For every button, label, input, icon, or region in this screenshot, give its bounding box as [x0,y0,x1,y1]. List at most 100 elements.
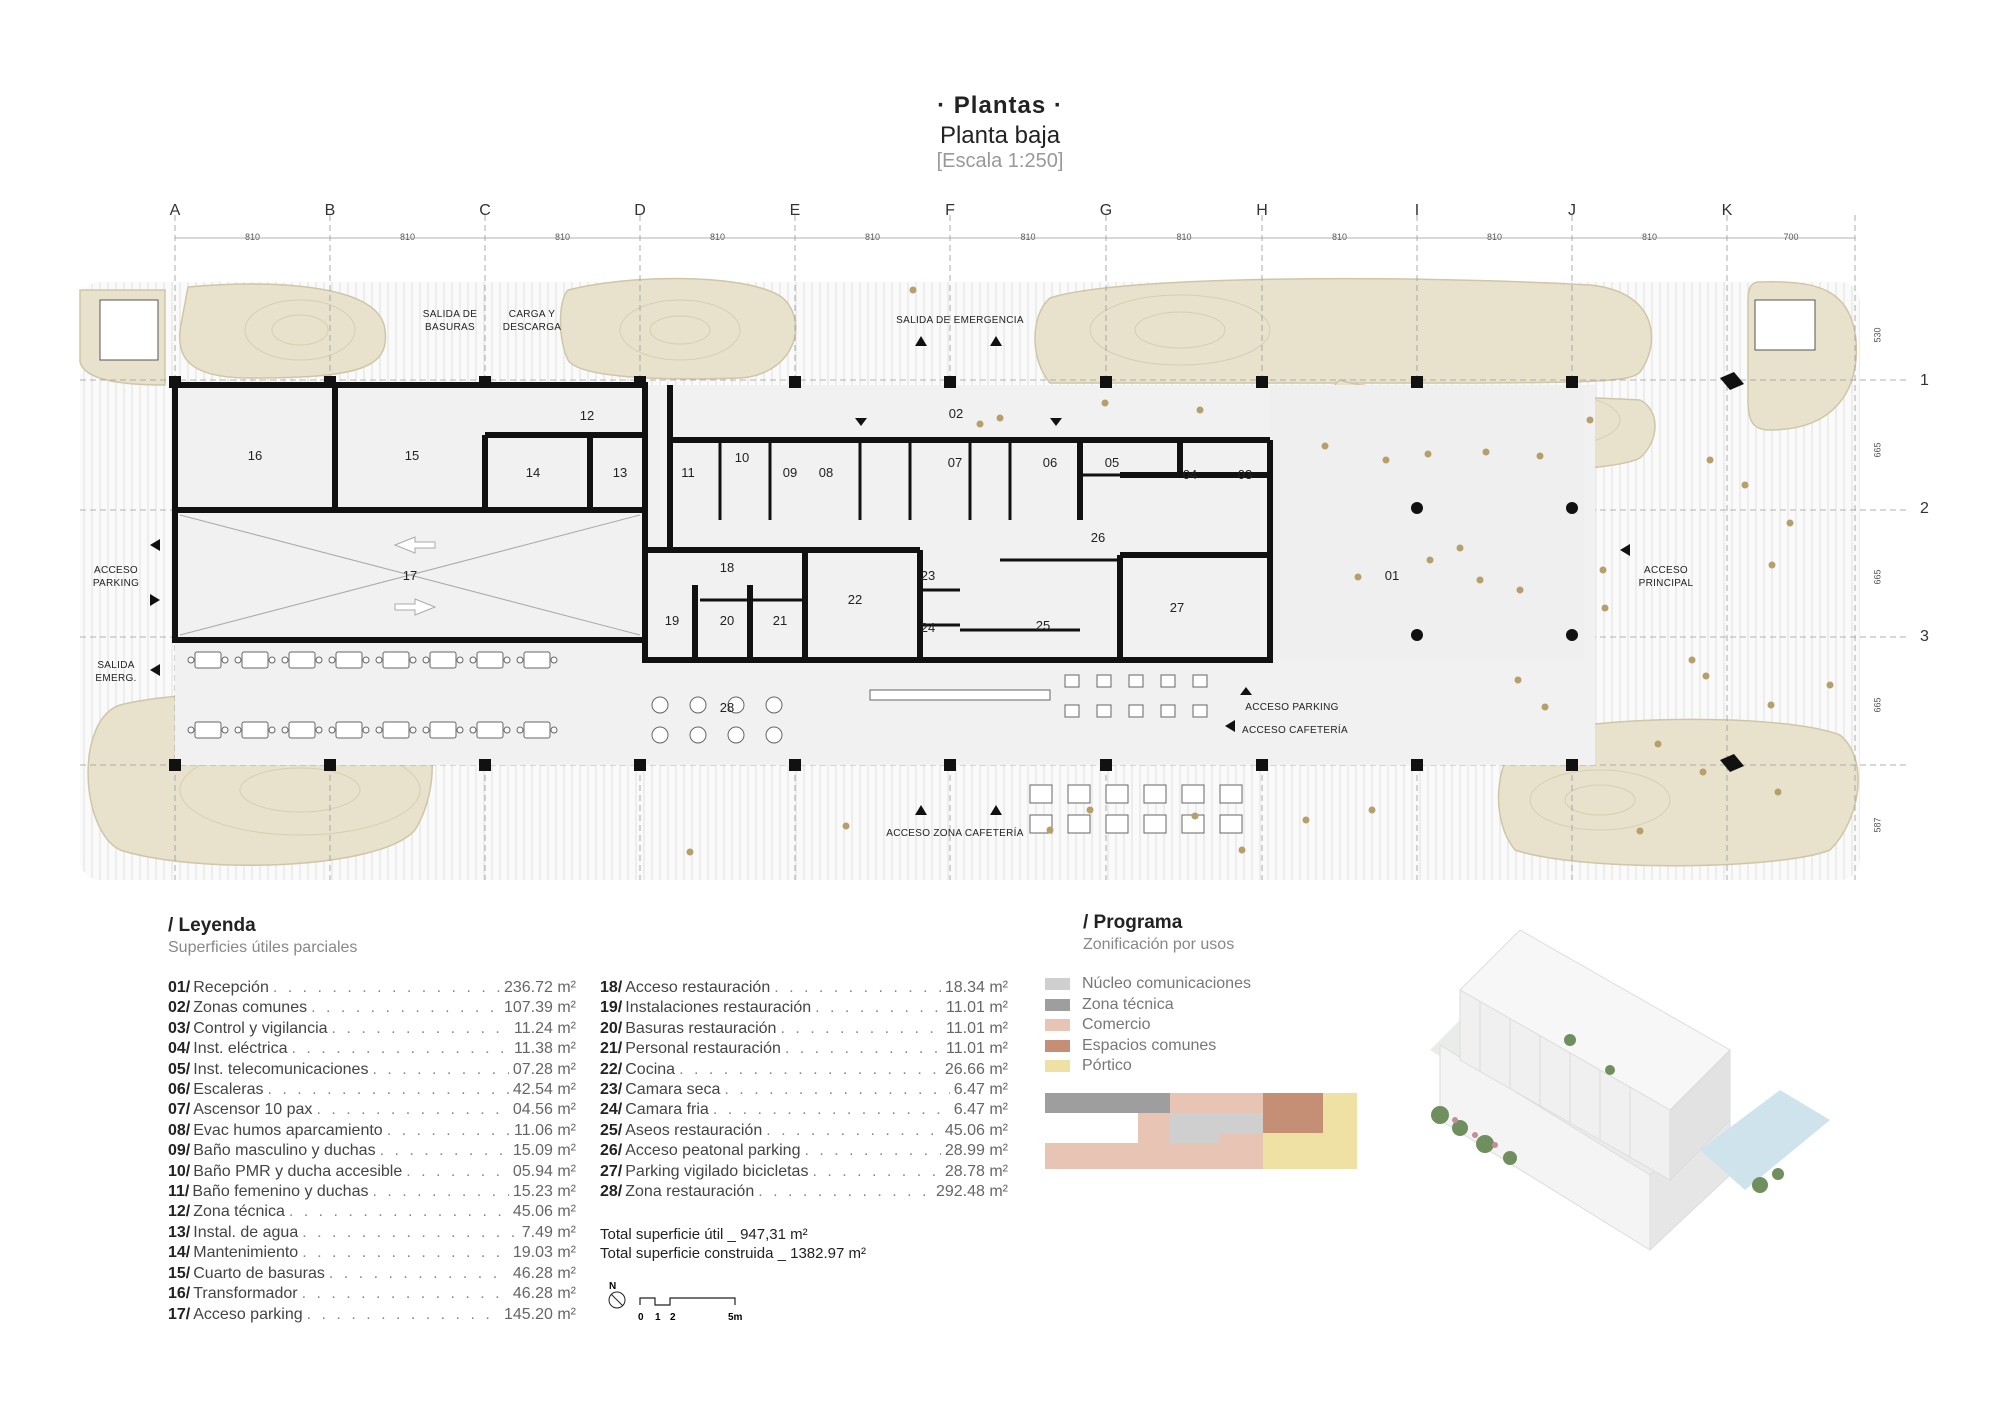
tree-dot [1601,604,1609,612]
tree-dot [1699,768,1707,776]
leader-dots [406,1162,509,1182]
table [429,651,457,669]
tree-dot [909,286,917,294]
round-table [651,696,669,714]
legend-item-label: 11/Baño femenino y duchas [168,1182,368,1202]
color-swatch [1045,998,1070,1011]
cafe-seat [1128,674,1144,688]
legend-item-number: 15/ [168,1264,191,1282]
legend-item-text: Mantenimiento [193,1244,299,1262]
column-pillar [634,376,646,388]
room-label: 27 [1170,600,1184,615]
cafe-seat [1160,704,1176,718]
legend-item: 25/Aseos restauración45.06 m² [600,1121,1008,1141]
legend-item: 06/Escaleras 42.54 m² [168,1080,576,1100]
tag-carga-descarga: CARGA Y [509,309,555,320]
legend-item-text: Cocina [625,1060,676,1078]
chair [550,726,558,734]
room-label: 02 [949,406,963,421]
cafe-seat [1064,704,1080,718]
legend-item-label: 01/Recepción [168,978,269,998]
legend-item-text: Aseos restauración [625,1121,763,1139]
legend-item-label: 04/Inst. eléctrica [168,1039,288,1059]
tag-acceso-parking: PARKING [93,578,139,589]
legend-item-label: 02/Zonas comunes [168,998,307,1018]
legend-item-value: 28.99 m² [944,1142,1008,1160]
scale-tick: 0 [638,1312,644,1323]
legend-item-number: 14/ [168,1244,191,1262]
scale-tick: 2 [670,1312,676,1323]
tree-dot [1636,827,1644,835]
legend-item: 28/Zona restauración 292.48 m² [600,1182,1008,1202]
legend-item-number: 06/ [168,1081,191,1099]
tree-dot [1321,442,1329,450]
legend-item-value: 42.54 m² [512,1081,576,1099]
chair [362,726,370,734]
legend-item-value: 05.94 m² [512,1162,576,1180]
legend-item-value: 145.20 m² [503,1305,576,1323]
programa-item-label: Comercio [1082,1016,1151,1034]
legend-item-number: 10/ [168,1162,191,1180]
legend-item-value: 292.48 m² [935,1183,1008,1201]
legend-item-value: 45.06 m² [512,1203,576,1221]
legend-totals: Total superficie útil _ 947,31 m² Total … [600,1225,866,1263]
room-label: 22 [848,592,862,607]
legend-item: 09/Baño masculino y duchas15.09 m² [168,1141,576,1161]
column-pillar [789,376,801,388]
legend-item-number: 22/ [600,1060,623,1078]
legend-item-text: Escaleras [193,1081,264,1099]
legend-item-text: Zona restauración [625,1183,755,1201]
cafe-seat [1096,704,1112,718]
legend-item-text: Baño PMR y ducha accesible [193,1162,403,1180]
legend-item-number: 09/ [168,1142,191,1160]
legend-item: 14/Mantenimiento19.03 m² [168,1243,576,1263]
room-labels: 16 15 12 14 13 11 10 09 08 02 07 06 05 0… [248,406,1399,715]
column-pillar [1566,629,1578,641]
programa-item-label: Núcleo comunicaciones [1082,975,1251,993]
column-pillar [1256,759,1268,771]
column-pillar [1566,502,1578,514]
legend-item-label: 19/Instalaciones restauración [600,998,811,1018]
legend-item-label: 28/Zona restauración [600,1182,754,1202]
tree-dot [1476,576,1484,584]
legend-item-number: 13/ [168,1223,191,1241]
legend-item-text: Acceso restauración [625,979,771,996]
legend-item-label: 22/Cocina [600,1060,675,1080]
leader-dots [713,1100,950,1120]
room-label: 14 [526,465,540,480]
legend-item-value: 15.23 m² [512,1183,576,1201]
tree-dot [1767,701,1775,709]
programa-item: Espacios comunes [1045,1036,1251,1057]
cafe-seat [1064,674,1080,688]
legend-item-label: 05/Inst. telecomunicaciones [168,1060,368,1080]
tree-dot [1382,456,1390,464]
table [382,651,410,669]
leader-dots [785,1039,942,1059]
grid-column-label: J [1568,202,1576,219]
legend-item-number: 04/ [168,1040,191,1058]
legend-item-number: 05/ [168,1060,191,1078]
legend-item-text: Zona técnica [193,1203,285,1221]
round-table [765,696,783,714]
terrace-table [1143,784,1167,804]
access-arrows [150,336,1630,815]
chair [328,726,336,734]
grid-column-label: I [1414,202,1420,219]
legend-item: 15/Cuarto de basuras46.28 m² [168,1264,576,1284]
grid-dimension: 810 [1641,232,1658,242]
leader-dots [302,1243,509,1263]
legend-item-label: 23/Camara seca [600,1080,720,1100]
trees [686,286,1834,856]
tree-dot [1586,416,1594,424]
legend-item-number: 24/ [600,1101,623,1119]
room-label: 06 [1043,455,1057,470]
cafe-seat [1192,674,1208,688]
legend-item-label: 27/Parking vigilado bicicletas [600,1162,808,1182]
column-pillar [634,759,646,771]
leader-dots [311,998,500,1018]
legend-item-number: 27/ [600,1162,623,1180]
room-label: 23 [921,568,935,583]
column-pillar [324,376,336,388]
legend-item-number: 25/ [600,1121,623,1139]
